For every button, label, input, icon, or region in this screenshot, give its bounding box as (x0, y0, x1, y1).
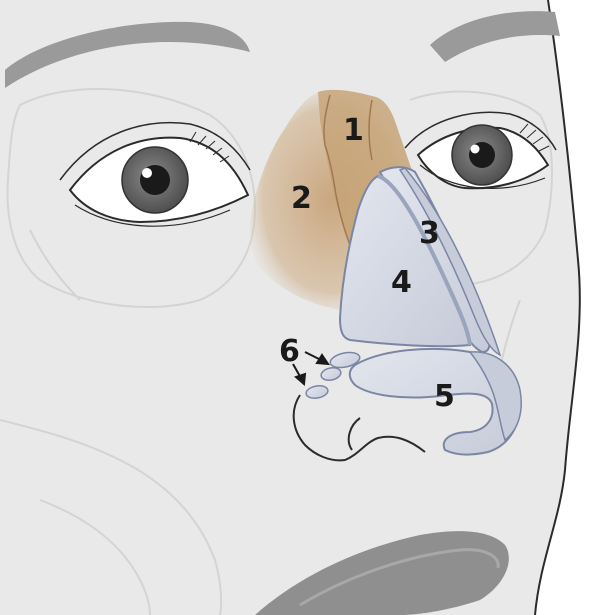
label-nasal-bone: 1 (343, 113, 364, 148)
label-sesamoid-cartilages: 6 (279, 334, 300, 369)
label-maxilla-frontal-process: 2 (291, 181, 312, 216)
label-lower-lateral-cartilage: 5 (434, 379, 455, 414)
label-upper-lateral-cartilage: 4 (391, 265, 412, 300)
label-septal-cartilage: 3 (419, 216, 440, 251)
